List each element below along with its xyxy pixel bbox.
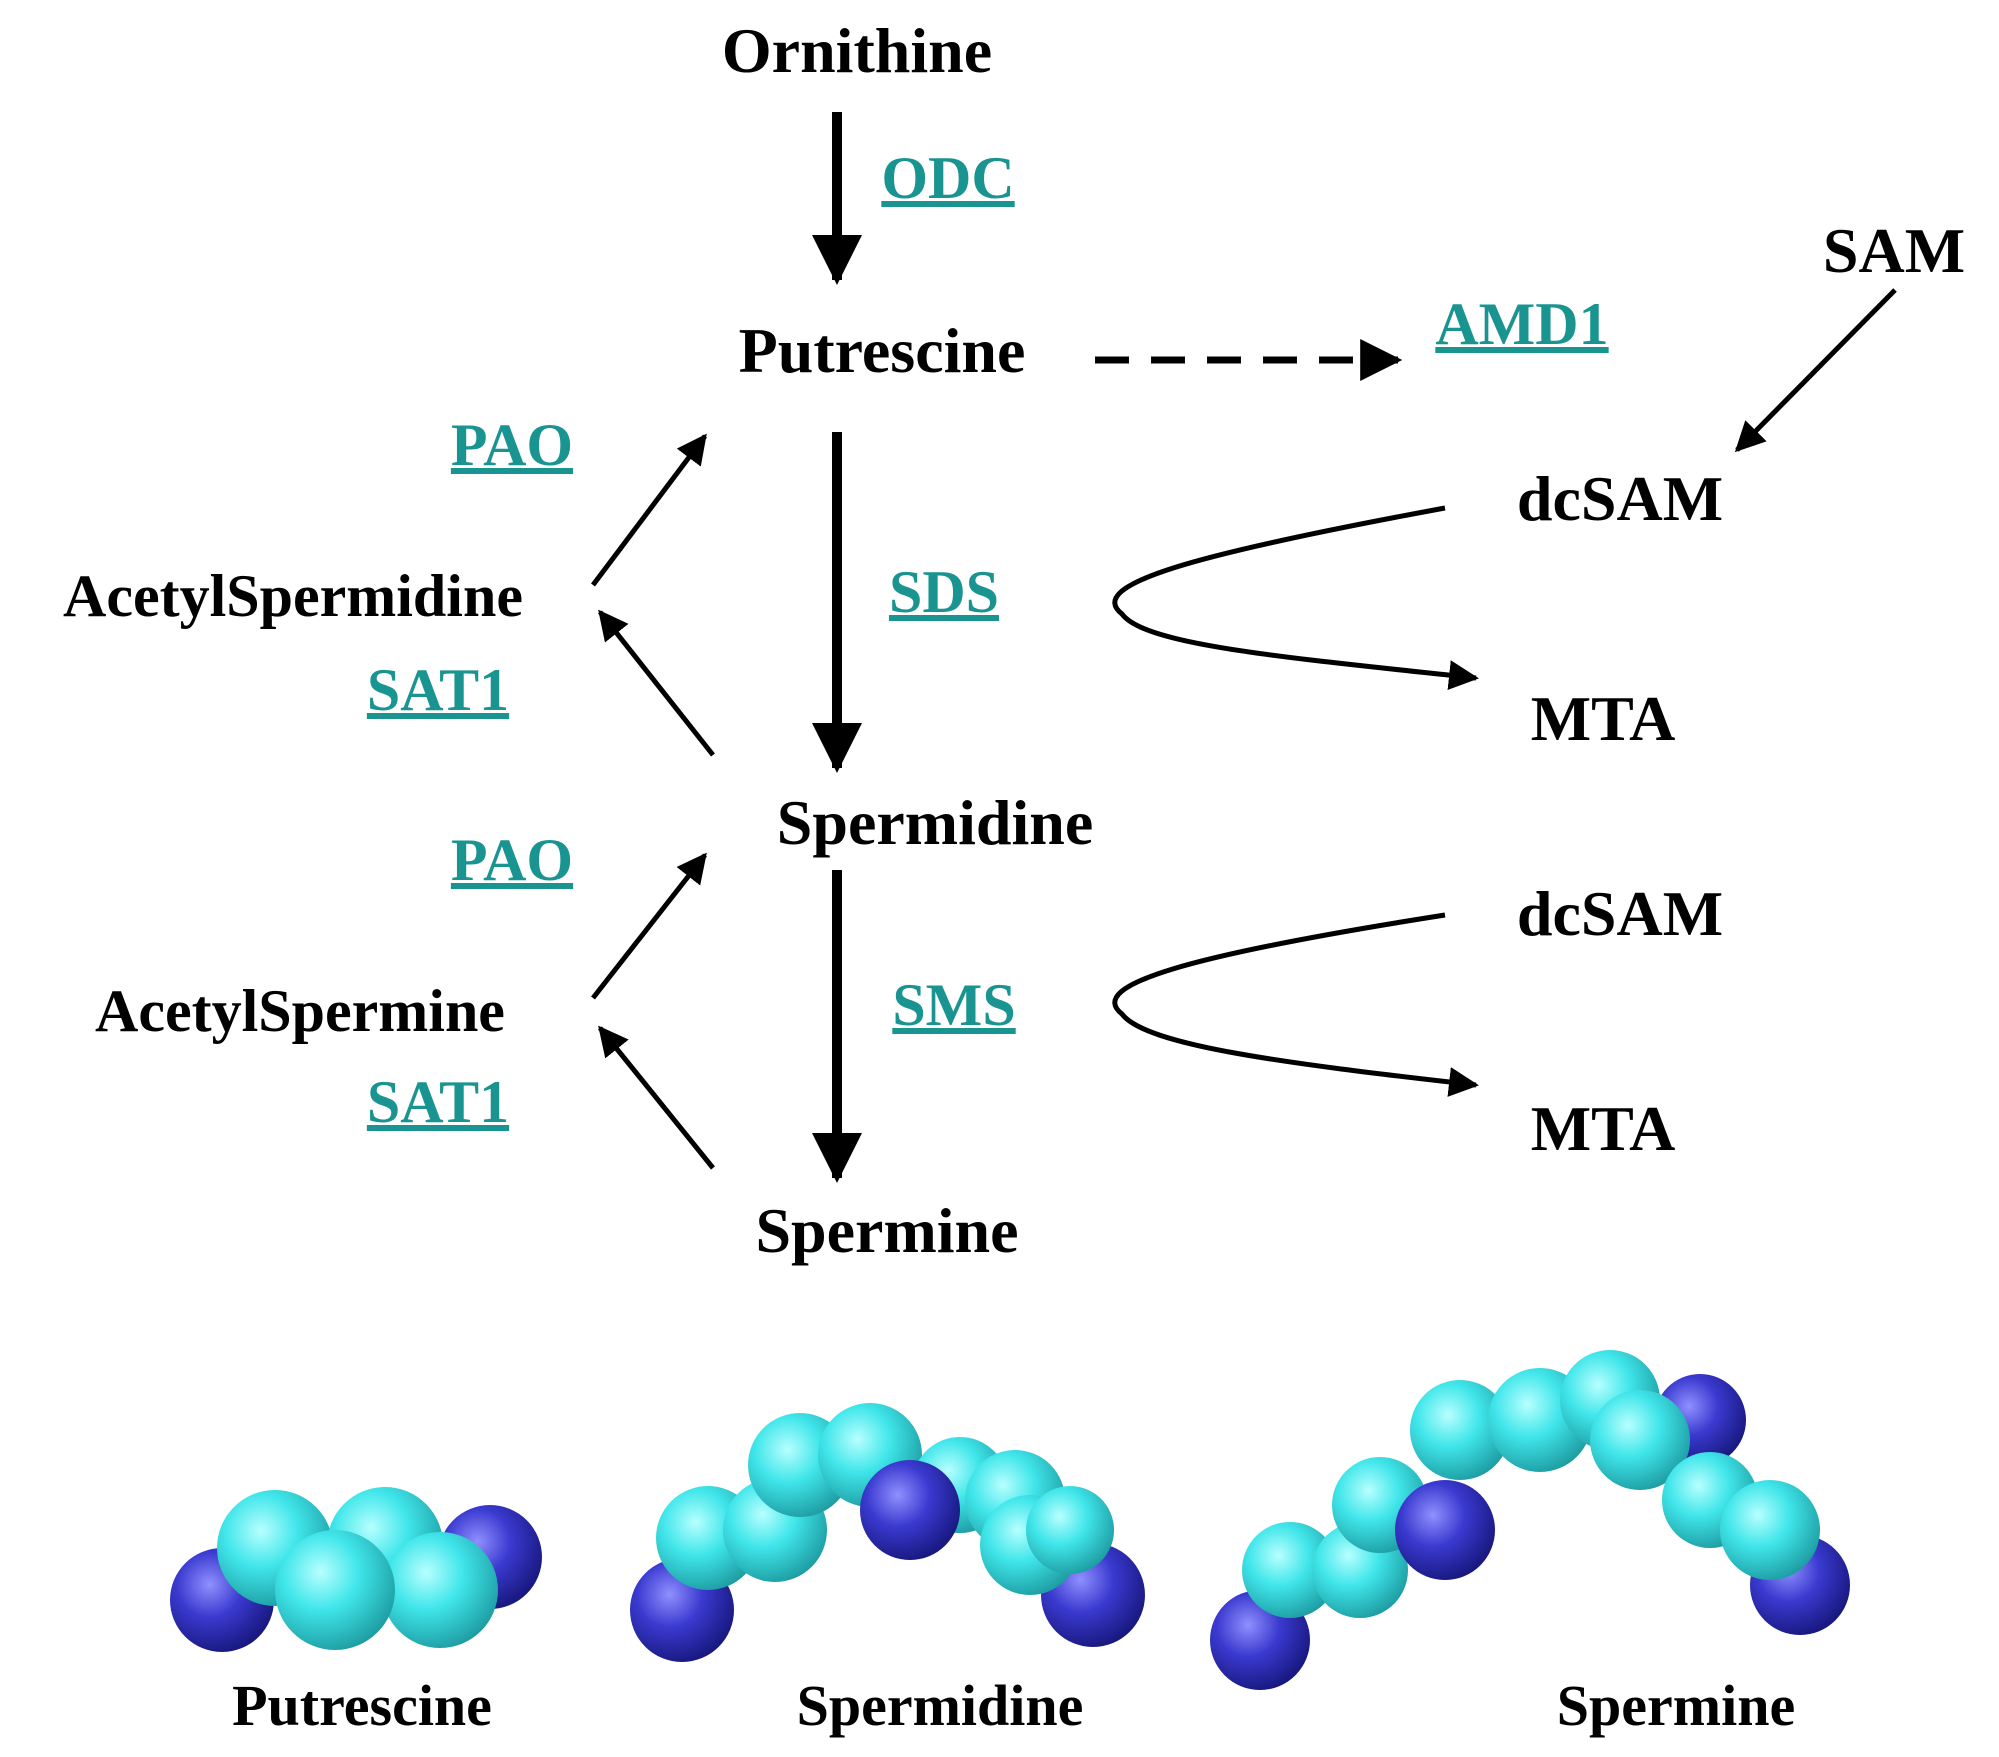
spermine-label: Spermine [755,1195,1018,1266]
mta-label-2: MTA [1531,1093,1676,1164]
putrescine-label: Putrescine [739,315,1026,386]
dcsam-label-2: dcSAM [1517,878,1723,949]
spermidine-to-acetylspermidine-arrow [598,609,715,757]
spermidine-molecule-model [630,1403,1145,1662]
sat1-enzyme-label-2: SAT1 [367,1069,509,1135]
acetylspermidine-label: AcetylSpermidine [63,563,523,629]
mta-label-1: MTA [1531,683,1676,754]
acetylspermine-label: AcetylSpermine [95,978,505,1044]
dcsam-label-1: dcSAM [1517,463,1723,534]
dcsam-to-mta-curve-2 [1112,912,1479,1097]
sam-label: SAM [1823,215,1965,286]
sds-enzyme-label: SDS [889,559,999,625]
sat1-enzyme-label-1: SAT1 [367,657,509,723]
odc-enzyme-label: ODC [881,145,1014,211]
sam-to-dcsam-arrow [1734,288,1897,453]
acetylspermidine-to-putrescine-arrow [591,433,707,587]
spermine-to-acetylspermine-arrow [598,1025,715,1170]
ornithine-label: Ornithine [722,15,992,86]
sms-enzyme-label: SMS [892,972,1015,1038]
spermine-structure-label: Spermine [1557,1673,1795,1738]
putrescine-molecule-model [170,1487,542,1652]
putrescine-structure-label: Putrescine [232,1673,492,1738]
pao-enzyme-label-1: PAO [451,412,573,478]
spermine-molecule-model [1210,1350,1850,1690]
amd1-enzyme-label: AMD1 [1435,291,1608,357]
dcsam-to-mta-curve-1 [1112,505,1479,691]
spermidine-label: Spermidine [777,787,1093,858]
pao-enzyme-label-2: PAO [451,827,573,893]
acetylspermine-to-spermidine-arrow [591,852,707,1000]
spermidine-structure-label: Spermidine [797,1673,1084,1738]
